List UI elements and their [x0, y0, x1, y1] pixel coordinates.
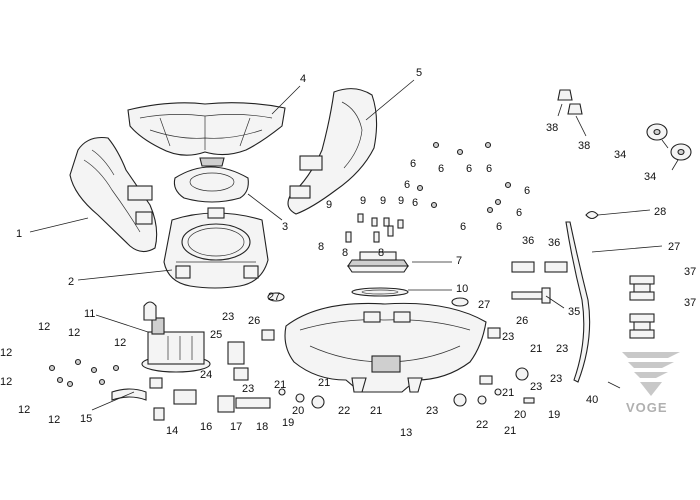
callout-36a: 36	[522, 235, 534, 247]
callout-21a: 21	[274, 379, 286, 391]
callout-27b: 27	[478, 299, 490, 311]
part-10-gasket	[351, 287, 409, 297]
callout-12e: 12	[0, 376, 12, 388]
callout-36b: 36	[548, 237, 560, 249]
callout-9a: 9	[326, 199, 332, 211]
callout-26b: 26	[516, 315, 528, 327]
part-13-fuel-tank	[284, 302, 487, 393]
callout-23b: 23	[242, 383, 254, 395]
callout-23d: 23	[502, 331, 514, 343]
part-3-center-cover	[173, 157, 249, 203]
part-35-drain-plug	[511, 287, 551, 304]
part-1-left-side-cover	[69, 136, 158, 253]
callout-8a: 8	[318, 241, 324, 253]
callout-7: 7	[456, 255, 462, 267]
part-4-handlebar-cover	[127, 102, 286, 156]
part-28-clamp	[585, 210, 599, 220]
callout-14: 14	[166, 425, 178, 437]
callout-9c: 9	[380, 195, 386, 207]
callout-1: 1	[16, 228, 22, 240]
callout-6g: 6	[460, 221, 466, 233]
part-5-right-side-cover	[287, 88, 378, 215]
callout-9b: 9	[360, 195, 366, 207]
callout-11: 11	[84, 308, 95, 320]
callout-37b: 37	[684, 297, 696, 309]
callout-21c: 21	[370, 405, 382, 417]
callout-6i: 6	[516, 207, 522, 219]
callout-8c: 8	[378, 247, 384, 259]
callout-23e: 23	[556, 343, 568, 355]
callout-6c: 6	[486, 163, 492, 175]
callout-6h: 6	[524, 185, 530, 197]
callout-21d: 21	[502, 387, 514, 399]
callout-22a: 22	[338, 405, 350, 417]
callout-20a: 20	[292, 405, 304, 417]
callout-6b: 6	[466, 163, 472, 175]
callout-38a: 38	[546, 122, 558, 134]
callout-20b: 20	[514, 409, 526, 421]
callout-23c: 23	[426, 405, 438, 417]
callout-27c: 27	[668, 241, 680, 253]
callout-19b: 19	[548, 409, 560, 421]
callout-12a: 12	[38, 321, 50, 333]
callout-28: 28	[654, 206, 666, 218]
callout-13: 13	[400, 427, 412, 439]
screws-6-8-9	[345, 141, 512, 243]
callout-12d: 12	[0, 347, 12, 359]
callout-37a: 37	[684, 266, 696, 278]
callout-9d: 9	[398, 195, 404, 207]
callout-18: 18	[256, 421, 268, 433]
part-11-fuel-pump	[141, 301, 211, 373]
part-37-spools	[629, 275, 655, 339]
callout-35: 35	[568, 306, 580, 318]
callout-4: 4	[300, 73, 306, 85]
part-7-fuel-cap	[346, 251, 410, 273]
callout-21b: 21	[318, 377, 330, 389]
callout-24: 24	[200, 369, 212, 381]
leader-lines	[29, 79, 679, 411]
callout-12f: 12	[18, 404, 30, 416]
callout-3: 3	[282, 221, 288, 233]
callout-21f: 21	[530, 343, 542, 355]
callout-23f: 23	[530, 381, 542, 393]
callout-34b: 34	[644, 171, 656, 183]
callout-12g: 12	[48, 414, 60, 426]
voge-logo: VOGE	[622, 352, 680, 415]
callout-6a: 6	[438, 163, 444, 175]
part-2-instrument-housing	[163, 207, 269, 289]
callout-21e: 21	[504, 425, 516, 437]
callout-5: 5	[416, 67, 422, 79]
callout-6f: 6	[412, 197, 418, 209]
callout-6d: 6	[410, 158, 416, 170]
callout-23a: 23	[222, 311, 234, 323]
brand-logo-text: VOGE	[626, 400, 668, 415]
callout-19a: 19	[282, 417, 294, 429]
callout-16: 16	[200, 421, 212, 433]
callout-17: 17	[230, 421, 242, 433]
callout-15: 15	[80, 413, 92, 425]
part-27-breather-hose	[565, 221, 591, 383]
callout-25: 25	[210, 329, 222, 341]
callout-22b: 22	[476, 419, 488, 431]
callout-38b: 38	[578, 140, 590, 152]
callout-23g: 23	[550, 373, 562, 385]
callout-6j: 6	[496, 221, 502, 233]
callout-27a: 27	[268, 291, 280, 303]
callout-10: 10	[456, 283, 468, 295]
lower-small-parts	[48, 292, 535, 421]
callout-26a: 26	[248, 315, 260, 327]
part-36-pads	[511, 261, 568, 273]
part-34-washers	[646, 123, 692, 161]
part-38-clips	[557, 89, 583, 115]
callout-numbers: 1 2 3 4 5 6 6 6 6 6 6 6 6 6 6 7 8 8 8 9 …	[0, 67, 696, 439]
callout-12c: 12	[114, 337, 126, 349]
callout-2: 2	[68, 276, 74, 288]
callout-6e: 6	[404, 179, 410, 191]
callout-40: 40	[586, 394, 598, 406]
callout-12b: 12	[68, 327, 80, 339]
callout-8b: 8	[342, 247, 348, 259]
callout-34a: 34	[614, 149, 626, 161]
